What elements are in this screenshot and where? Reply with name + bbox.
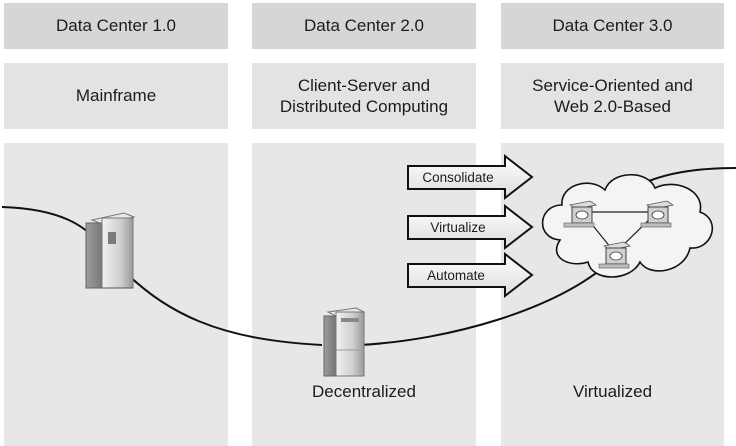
era-1-panel	[4, 143, 228, 446]
evolution-curve-2	[359, 261, 611, 346]
virtual-node-icon	[563, 200, 598, 228]
era-2-subheader-text: Client-Server and Distributed Computing	[279, 75, 449, 116]
virtual-node-icon	[640, 200, 675, 228]
arrow-label-consolidate: Consolidate	[422, 170, 493, 185]
era-1-header: Data Center 1.0	[4, 3, 228, 49]
era-1-subheader: Mainframe	[4, 63, 228, 129]
era-1-subheader-text: Mainframe	[75, 86, 157, 106]
arrow-label-virtualize: Virtualize	[430, 220, 485, 235]
era-3-header: Data Center 3.0	[501, 3, 724, 49]
era-2-header: Data Center 2.0	[252, 3, 476, 49]
cloud-icon	[541, 174, 713, 278]
era-3-caption: Virtualized	[572, 382, 653, 401]
tower-server-icon	[323, 307, 366, 377]
era-2-caption: Decentralized	[312, 382, 416, 401]
evolution-curve	[1, 206, 323, 346]
virtual-node-icon	[598, 241, 632, 269]
era-3-subheader-text: Service-Oriented and Web 2.0-Based	[532, 75, 693, 116]
era-2-panel	[252, 143, 476, 446]
evolution-curve-3	[639, 167, 736, 186]
era-2-subheader: Client-Server and Distributed Computing	[252, 63, 476, 129]
arrow-automate	[407, 251, 534, 299]
arrow-consolidate	[407, 153, 534, 201]
arrow-virtualize	[407, 203, 534, 251]
arrow-label-automate: Automate	[427, 268, 485, 283]
era-3-subheader: Service-Oriented and Web 2.0-Based	[501, 63, 724, 129]
mainframe-server-icon	[85, 212, 136, 289]
